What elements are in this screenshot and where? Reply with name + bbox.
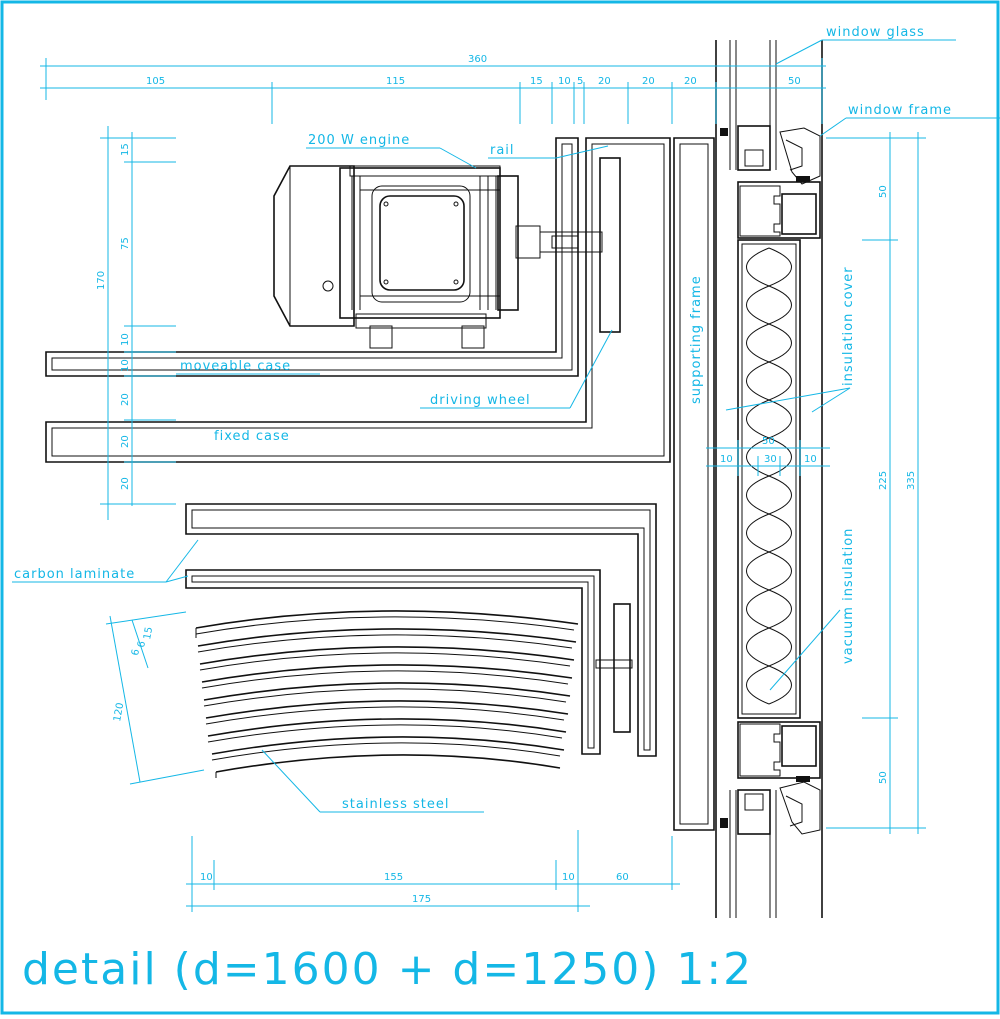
dim-top-6: 20 <box>642 76 655 87</box>
dim-top-7: 20 <box>684 76 697 87</box>
label-fixed-case: fixed case <box>214 429 290 444</box>
dim-bottom-0: 10 <box>200 872 213 883</box>
dim-slats-total: 120 <box>112 702 126 723</box>
dim-top-5: 20 <box>598 76 611 87</box>
dim-ins-1: 30 <box>764 454 777 465</box>
drawing-title: detail (d=1600 + d=1250) 1:2 <box>22 944 753 995</box>
dim-ins-0: 10 <box>720 454 733 465</box>
dim-left-total: 170 <box>96 271 107 290</box>
dim-slats-2: 15 <box>142 626 155 640</box>
window-assembly <box>715 40 823 918</box>
dim-left-4: 20 <box>120 393 131 406</box>
dim-left-3: 10 <box>120 359 131 372</box>
bottom-dimensions <box>186 830 680 912</box>
dim-bottom-3: 60 <box>616 872 629 883</box>
dim-left-2: 10 <box>120 333 131 346</box>
stainless-steel-slats <box>195 610 579 778</box>
label-supporting-frame: supporting frame <box>689 275 704 404</box>
dim-ins-total: 50 <box>762 436 775 447</box>
label-driving-wheel: driving wheel <box>430 393 531 408</box>
dim-top-3: 10 <box>558 76 571 87</box>
label-window-glass: window glass <box>826 25 925 40</box>
dim-left-5: 20 <box>120 435 131 448</box>
dim-right-a: 50 <box>878 185 889 198</box>
dim-top-4: 5 <box>577 76 583 87</box>
fixed-case-lower <box>185 503 657 757</box>
engine-drawing <box>273 165 541 349</box>
insulation-dimensions <box>706 440 830 476</box>
dim-left-0: 15 <box>120 143 131 156</box>
dim-right-mid: 225 <box>878 471 889 490</box>
driving-wheel <box>539 157 621 333</box>
dim-bottom-2: 10 <box>562 872 575 883</box>
left-dimensions <box>100 126 176 520</box>
dim-right-b: 50 <box>878 771 889 784</box>
dim-top-total: 360 <box>468 54 487 65</box>
dim-top-8: 50 <box>788 76 801 87</box>
label-window-frame: window frame <box>848 103 952 118</box>
dim-top-1: 115 <box>386 76 405 87</box>
dim-slats-0: 6 <box>130 648 142 656</box>
dim-slats-1: 6 <box>136 640 148 648</box>
label-moveable-case: moveable case <box>180 359 291 374</box>
dim-ins-2: 10 <box>804 454 817 465</box>
label-vacuum-insulation: vacuum insulation <box>841 528 856 664</box>
right-dimensions <box>826 132 926 834</box>
dim-left-1: 75 <box>120 237 131 250</box>
dim-right-total: 335 <box>906 471 917 490</box>
label-carbon-laminate: carbon laminate <box>14 567 135 582</box>
label-insulation-cover: insulation cover <box>841 266 856 386</box>
slat-dimensions <box>105 611 205 785</box>
supporting-frame <box>45 137 715 831</box>
dim-bottom-total: 175 <box>412 894 431 905</box>
label-stainless-steel: stainless steel <box>342 797 449 812</box>
top-dimensions <box>40 58 826 124</box>
dim-top-0: 105 <box>146 76 165 87</box>
dim-left-6: 20 <box>120 477 131 490</box>
dim-bottom-1: 155 <box>384 872 403 883</box>
label-engine: 200 W engine <box>308 133 410 148</box>
moveable-case <box>45 137 579 377</box>
leaders <box>12 39 1000 813</box>
dim-top-2: 15 <box>530 76 543 87</box>
label-rail: rail <box>490 143 515 158</box>
